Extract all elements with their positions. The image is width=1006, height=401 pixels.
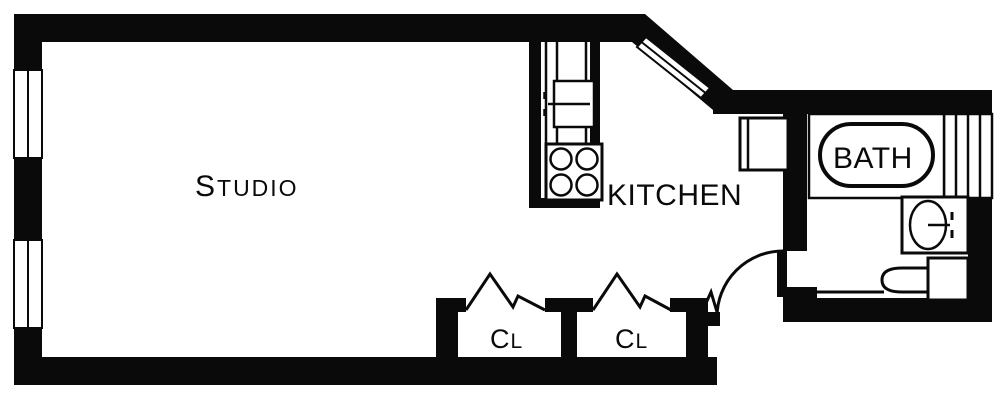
door-bath-leaf: [777, 251, 787, 297]
bath-toilet-bowl: [880, 266, 930, 294]
wall-door-jamb-bath: [783, 287, 817, 300]
label-studio: STUDIO: [195, 170, 299, 203]
door-bath: [715, 249, 787, 318]
entry-counter: [738, 116, 790, 172]
bath-tub: [818, 122, 935, 188]
kitchen-fixtures: [543, 24, 604, 202]
label-kitchen: KITCHEN: [607, 179, 742, 212]
wall-bath-bottom: [783, 298, 992, 322]
closet-door-left: [464, 271, 546, 312]
bath-vanity: [900, 195, 970, 255]
closet-door-right: [591, 271, 672, 312]
wall-closet-left-header-a: [436, 298, 466, 312]
wall-closet-divider: [561, 298, 577, 360]
window-left-upper: [13, 69, 43, 159]
wall-closet-left-jamb: [436, 298, 458, 360]
wall-kitchen-left: [529, 24, 541, 206]
kitchen-burner-4: [575, 173, 599, 197]
wall-closet-right-header-a: [561, 298, 593, 312]
wall-top-right: [713, 90, 992, 114]
closet-doors: [464, 271, 719, 313]
label-bath: BATH: [833, 142, 913, 175]
label-closet-left: CL: [490, 324, 523, 354]
bath-toilet-tank: [926, 256, 970, 302]
wall-left-upper-pier: [14, 14, 42, 72]
windows-group: [13, 35, 994, 329]
window-left-lower: [13, 239, 43, 329]
kitchen-burner-2: [575, 147, 599, 171]
closet-door-hall-tail: [700, 287, 719, 313]
wall-bottom-studio: [14, 357, 717, 385]
wall-hall-stub: [702, 312, 720, 326]
door-bath-swing-arc: [715, 249, 784, 318]
wall-top-beam: [112, 14, 222, 42]
wall-kitchen-base: [529, 198, 600, 208]
kitchen-burner-1: [549, 147, 573, 171]
kitchen-sink: [543, 79, 596, 129]
window-bath-right: [942, 112, 994, 200]
wall-left-mid-pier: [14, 156, 42, 242]
bath-fixtures: [807, 112, 970, 302]
kitchen-stove: [544, 142, 604, 202]
window-diagonal: [635, 35, 712, 100]
room-labels: STUDIO KITCHEN BATH CL CL: [195, 142, 913, 354]
window-diagonal-mullion: [640, 41, 707, 94]
kitchen-burner-3: [549, 173, 573, 197]
label-closet-right: CL: [615, 324, 648, 354]
